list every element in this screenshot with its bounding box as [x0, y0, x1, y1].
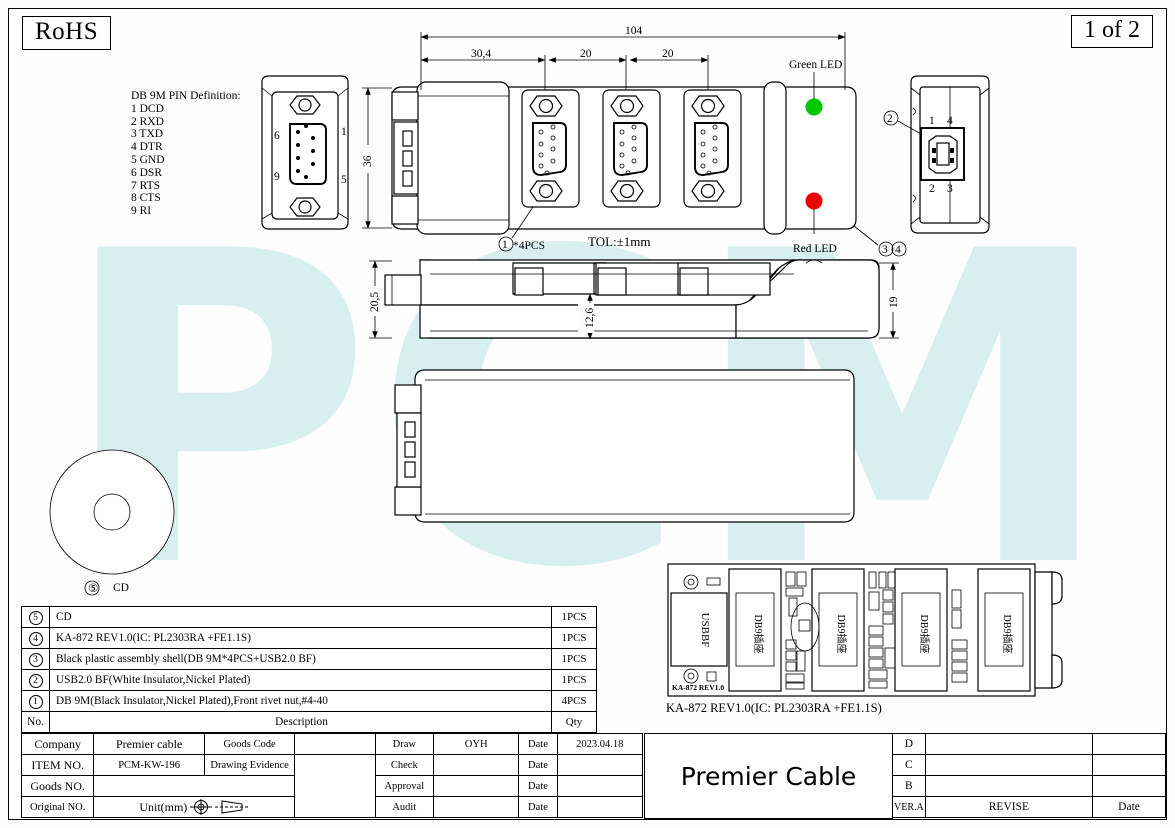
bom-no-3: 3	[21, 648, 50, 670]
bom-row-5: 5 CD 1PCS	[21, 606, 597, 628]
bom-row-4: 4 KA-872 REV1.0(IC: PL2303RA +FE1.1S) 1P…	[21, 627, 597, 649]
bom-no-5: 5	[21, 606, 50, 628]
pin-item-4: 4 DTR	[131, 141, 163, 154]
audit-label: Audit	[374, 796, 434, 818]
bom-desc-4: KA-872 REV1.0(IC: PL2303RA +FE1.1S)	[49, 627, 552, 649]
draw-date-label: Date	[518, 733, 558, 755]
bom-header-qty: Qty	[551, 711, 597, 733]
revision-text-d	[924, 733, 1094, 755]
brand-name: Premier Cable	[680, 761, 857, 791]
page-indicator: 1 of 2	[1071, 15, 1153, 48]
draw-value: OYH	[432, 733, 520, 755]
revision-row-c: C	[892, 754, 1166, 776]
sheet-border	[8, 8, 1167, 820]
brand-cell: Premier Cable	[644, 733, 893, 819]
bom-qty-4: 1PCS	[551, 627, 597, 649]
revision-revise-header: REVISE	[924, 796, 1094, 818]
revision-row-b: B	[892, 775, 1166, 797]
title-block: Company Premier cable Goods Code Draw OY…	[20, 733, 644, 818]
bom-row-1: 1 DB 9M(Black Insulator,Nickel Plated),F…	[21, 690, 597, 712]
bom-qty-1: 4PCS	[551, 690, 597, 712]
check-date-label: Date	[518, 754, 558, 776]
revision-date-c	[1092, 754, 1166, 776]
revision-date-d	[1092, 733, 1166, 755]
title-row-goods: Goods NO. Approval Date	[20, 775, 644, 797]
revision-ver-c: C	[892, 754, 926, 776]
bom-header-row: No. Description Qty	[21, 711, 597, 733]
bom-desc-3: Black plastic assembly shell(DB 9M*4PCS+…	[49, 648, 552, 670]
audit-value	[432, 796, 520, 818]
pin-item-1: 1 DCD	[131, 102, 164, 115]
bom-desc-2: USB2.0 BF(White Insulator,Nickel Plated)	[49, 669, 552, 691]
draw-date-value: 2023.04.18	[556, 733, 644, 755]
bom-header-description: Description	[49, 711, 552, 733]
projection-symbol-icon	[190, 799, 213, 815]
goods-no-value	[93, 775, 296, 797]
revision-row-d: D	[892, 733, 1166, 755]
revision-date-b	[1092, 775, 1166, 797]
check-date-value	[556, 754, 644, 776]
pin-item-3: 3 TXD	[131, 128, 164, 141]
revision-footer-row: VER.A REVISE Date	[892, 796, 1166, 818]
revision-block: D C B VER.A REVISE Date	[892, 733, 1166, 818]
goods-code-label: Goods Code	[203, 733, 296, 755]
bom-desc-1: DB 9M(Black Insulator,Nickel Plated),Fro…	[49, 690, 552, 712]
goods-code-value	[294, 733, 376, 755]
pin-definition-heading: DB 9M PIN Definition:	[131, 90, 241, 102]
drawing-evidence-label: Drawing Evidence	[203, 754, 296, 776]
pin-item-8: 8 CTS	[131, 192, 161, 205]
pin-item-2: 2 RXD	[131, 115, 164, 128]
pin-item-5: 5 GND	[131, 153, 165, 166]
bom-qty-2: 1PCS	[551, 669, 597, 691]
item-no-label: ITEM NO.	[20, 754, 95, 776]
original-no-label: Original NO.	[20, 796, 95, 818]
bom-table: 5 CD 1PCS 4 KA-872 REV1.0(IC: PL2303RA +…	[21, 606, 597, 733]
approval-label: Approval	[374, 775, 434, 797]
audit-date-value	[556, 796, 644, 818]
bom-row-2: 2 USB2.0 BF(White Insulator,Nickel Plate…	[21, 669, 597, 691]
rohs-badge: RoHS	[22, 16, 112, 50]
revision-date-header: Date	[1092, 796, 1166, 818]
bom-header-no: No.	[21, 711, 50, 733]
revision-ver-d: D	[892, 733, 926, 755]
bom-no-4: 4	[21, 627, 50, 649]
audit-date-label: Date	[518, 796, 558, 818]
approval-date-label: Date	[518, 775, 558, 797]
check-label: Check	[374, 754, 434, 776]
pin-item-6: 6 DSR	[131, 166, 162, 179]
revision-ver-b: B	[892, 775, 926, 797]
bom-row-3: 3 Black plastic assembly shell(DB 9M*4PC…	[21, 648, 597, 670]
first-angle-cone-icon	[215, 800, 250, 814]
revision-text-c	[924, 754, 1094, 776]
pcb-caption: KA-872 REV1.0(IC: PL2303RA +FE1.1S)	[666, 701, 882, 715]
goods-no-label: Goods NO.	[20, 775, 95, 797]
revision-ver-header: VER.A	[892, 796, 926, 818]
pin-item-7: 7 RTS	[131, 179, 161, 192]
approval-date-value	[556, 775, 644, 797]
draw-label: Draw	[374, 733, 434, 755]
bom-no-1: 1	[21, 690, 50, 712]
title-row-item: ITEM NO. PCM-KW-196 Drawing Evidence Che…	[20, 754, 644, 818]
item-no-value: PCM-KW-196	[93, 754, 205, 776]
bom-desc-5: CD	[49, 606, 552, 628]
pin-item-9: 9 RI	[131, 205, 152, 218]
company-label: Company	[20, 733, 95, 755]
company-value: Premier cable	[93, 733, 205, 755]
unit-cell: Unit(mm)	[93, 796, 296, 818]
unit-label: Unit(mm)	[139, 799, 188, 814]
bom-qty-5: 1PCS	[551, 606, 597, 628]
title-row-original: Original NO. Unit(mm)	[20, 796, 644, 818]
revision-text-b	[924, 775, 1094, 797]
db9-pin-definition: DB 9M PIN Definition: 1 DCD 2 RXD 3 TXD …	[131, 90, 241, 218]
check-value	[432, 754, 520, 776]
drawing-evidence-value	[294, 754, 376, 818]
approval-value	[432, 775, 520, 797]
bom-no-2: 2	[21, 669, 50, 691]
title-row-company: Company Premier cable Goods Code Draw OY…	[20, 733, 644, 755]
bom-qty-3: 1PCS	[551, 648, 597, 670]
